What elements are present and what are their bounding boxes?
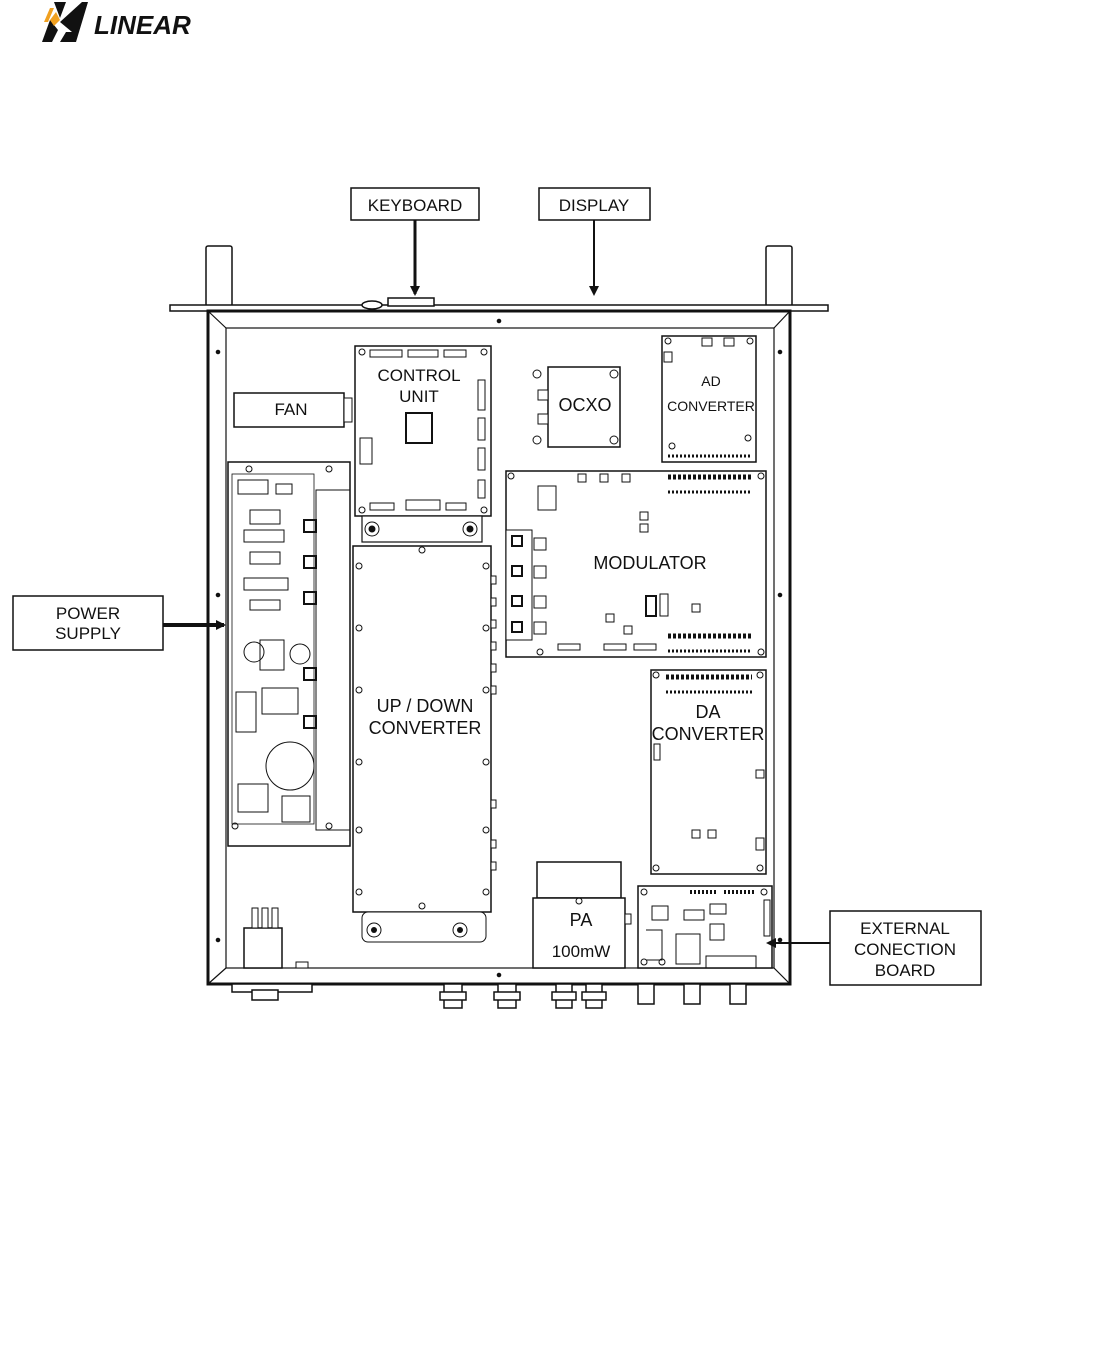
up-down-label-line1: UP / DOWN <box>377 696 474 716</box>
front-panel <box>170 246 828 311</box>
mounting-bracket <box>362 516 482 542</box>
display-callout: DISPLAY <box>539 188 650 294</box>
control-unit-module: CONTROL UNIT <box>355 346 491 516</box>
fan-module: FAN <box>234 393 352 427</box>
control-unit-label-line2: UNIT <box>399 387 439 406</box>
external-label-line2: CONECTION <box>854 940 956 959</box>
ad-converter-module: AD CONVERTER <box>662 336 756 462</box>
power-inlet <box>244 908 308 968</box>
pa-label-line1: PA <box>570 910 593 930</box>
ad-converter-label-line1: AD <box>701 373 720 389</box>
up-down-label-line2: CONVERTER <box>369 718 482 738</box>
da-converter-label-line1: DA <box>695 702 720 722</box>
ad-converter-label-line2: CONVERTER <box>667 398 755 414</box>
external-label-line3: BOARD <box>875 961 935 980</box>
external-board-callout: EXTERNAL CONECTION BOARD <box>768 911 981 985</box>
power-supply-callout: POWER SUPPLY <box>13 596 224 650</box>
power-supply-label-line1: POWER <box>56 604 120 623</box>
external-connection-board <box>638 886 772 968</box>
ocxo-label: OCXO <box>558 395 611 415</box>
power-supply-board <box>228 462 350 846</box>
pa-module: PA 100mW <box>533 862 631 968</box>
da-converter-label-line2: CONVERTER <box>652 724 765 744</box>
fan-label: FAN <box>274 400 307 419</box>
up-down-converter-module: UP / DOWN CONVERTER <box>353 546 496 942</box>
rear-connectors <box>232 984 746 1008</box>
keyboard-callout: KEYBOARD <box>351 188 479 294</box>
modulator-label: MODULATOR <box>593 553 706 573</box>
pa-label-line2: 100mW <box>552 942 611 961</box>
modulator-module: MODULATOR <box>506 471 766 657</box>
external-label-line1: EXTERNAL <box>860 919 950 938</box>
display-label: DISPLAY <box>559 196 630 215</box>
control-unit-label-line1: CONTROL <box>377 366 460 385</box>
power-supply-label-line2: SUPPLY <box>55 624 121 643</box>
ocxo-module: OCXO <box>533 367 620 447</box>
da-converter-module: DA CONVERTER <box>651 670 766 874</box>
keyboard-label: KEYBOARD <box>368 196 462 215</box>
